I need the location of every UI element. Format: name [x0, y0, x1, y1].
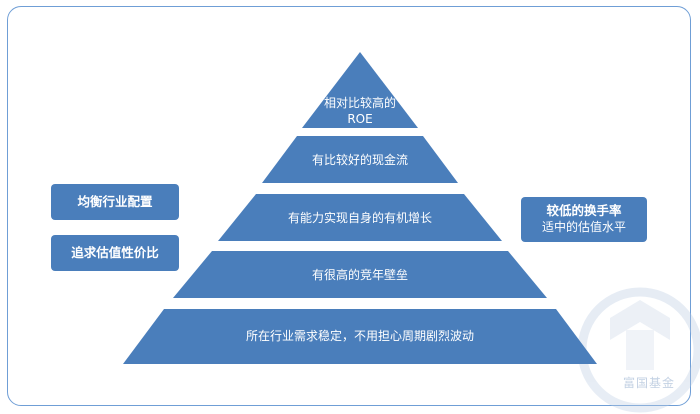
right-box-turnover-valuation: 较低的换手率 适中的估值水平: [521, 197, 647, 242]
layer-top-line1: 相对比较高的: [323, 96, 396, 110]
left-box-value-pursuit: 追求估值性价比: [51, 235, 179, 271]
pyramid-layer-5: [123, 309, 597, 364]
pyramid-layer-4-label: 有很高的竞年壁垒: [311, 268, 408, 282]
left-box-balanced-allocation: 均衡行业配置: [51, 184, 179, 220]
right-box-line1: 较低的换手率: [546, 203, 622, 218]
pyramid-layer-2-label: 有比较好的现金流: [311, 153, 408, 167]
watermark-text: 富国基金: [623, 376, 676, 390]
pyramid-layer-top: [302, 52, 418, 128]
pyramid-layer-top-label: 相对比较高的 ROE: [300, 95, 420, 127]
pyramid-layer-5-label: 所在行业需求稳定，不用担心周期剧烈波动: [245, 329, 474, 343]
pyramid-layer-4: [173, 251, 547, 298]
pyramid-layer-3: [218, 194, 502, 241]
pyramid-layer-2: [262, 136, 458, 183]
pyramid-layer-3-label: 有能力实现自身的有机增长: [287, 211, 432, 225]
right-box-line2: 适中的估值水平: [541, 220, 626, 234]
layer-top-line2: ROE: [347, 112, 373, 126]
